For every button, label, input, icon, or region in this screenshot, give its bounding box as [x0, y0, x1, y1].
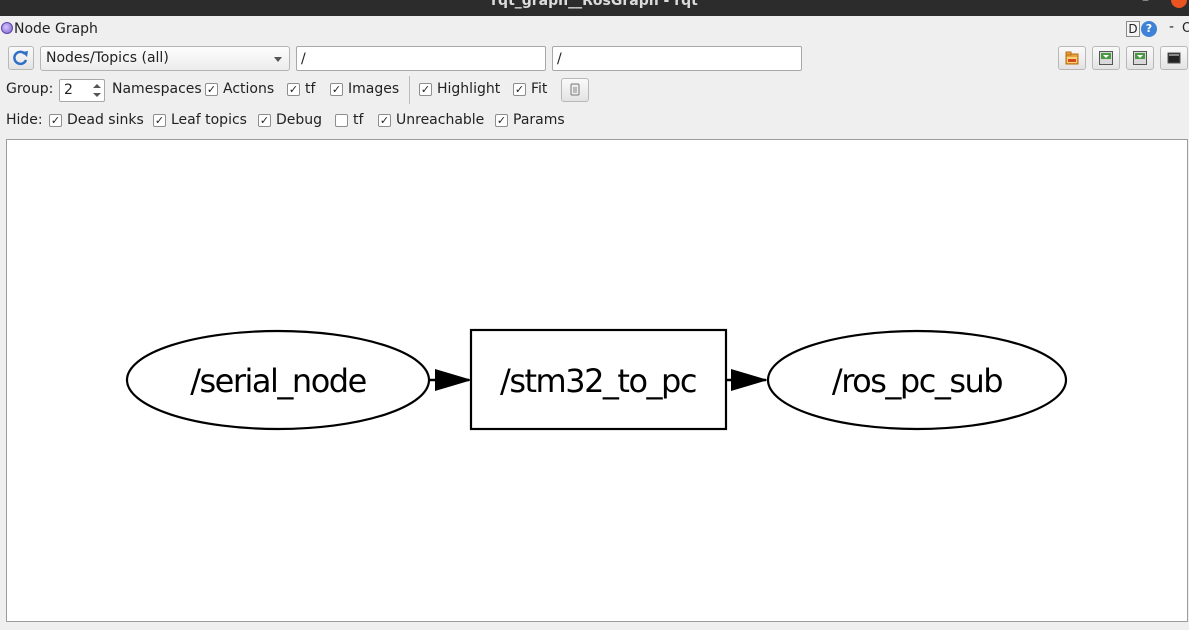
- group-label: Group:: [6, 81, 54, 97]
- plugin-header: Node Graph D ? - O: [0, 18, 1189, 42]
- spin-up-icon[interactable]: [93, 84, 101, 88]
- screenshot-icon: [1167, 52, 1181, 64]
- window-titlebar: rqt_graph__RosGraph - rqt –: [0, 0, 1189, 16]
- namespaces-label: Namespaces: [112, 81, 202, 97]
- graph-node-label: /ros_pc_sub: [832, 362, 1002, 400]
- images-label: Images: [348, 81, 400, 97]
- toolbar-separator: [409, 76, 410, 104]
- save-as-image-icon: [1133, 51, 1147, 65]
- folder-open-icon: [1065, 51, 1079, 65]
- refresh-button[interactable]: [8, 46, 34, 70]
- save-icon: [1099, 51, 1113, 65]
- minimize-plugin-button[interactable]: -: [1169, 19, 1175, 35]
- help-icon[interactable]: ?: [1141, 21, 1157, 37]
- graph-node-serial-node[interactable]: /serial_node: [125, 329, 431, 431]
- spin-down-icon[interactable]: [93, 93, 101, 97]
- hide-unreachable-checkbox[interactable]: ✓: [378, 114, 391, 127]
- graph-edge-arrow: [435, 369, 472, 391]
- graph-topic-stm32-to-pc[interactable]: /stm32_to_pc: [469, 328, 728, 431]
- window-close-icon[interactable]: [1171, 0, 1187, 8]
- fit-in-view-icon: [570, 83, 580, 96]
- group-spinbox[interactable]: 2: [59, 79, 105, 102]
- save-dot-button[interactable]: [1092, 46, 1120, 70]
- hide-dead-sinks-label: Dead sinks: [67, 112, 144, 128]
- fit-in-view-button[interactable]: [561, 78, 589, 102]
- graph-topic-label: /stm32_to_pc: [500, 362, 696, 400]
- plugin-title: Node Graph: [14, 21, 98, 37]
- highlight-label: Highlight: [437, 81, 501, 97]
- save-svg-button[interactable]: [1126, 46, 1154, 70]
- graph-svg: /serial_node /stm32_to_pc /ros_pc_sub: [125, 328, 1068, 431]
- close-plugin-button[interactable]: O: [1182, 21, 1189, 36]
- window-title: rqt_graph__RosGraph - rqt: [491, 0, 698, 9]
- tf-checkbox[interactable]: ✓: [287, 83, 300, 96]
- hide-unreachable-label: Unreachable: [396, 112, 485, 128]
- fit-checkbox[interactable]: ✓: [513, 83, 526, 96]
- graph-mode-value: Nodes/Topics (all): [46, 50, 169, 66]
- hide-leaf-topics-label: Leaf topics: [171, 112, 247, 128]
- hide-debug-label: Debug: [276, 112, 323, 128]
- hide-leaf-topics-checkbox[interactable]: ✓: [153, 114, 166, 127]
- group-value: 2: [64, 82, 73, 98]
- hide-dead-sinks-checkbox[interactable]: ✓: [49, 114, 62, 127]
- tf-label: tf: [305, 81, 316, 97]
- hide-label: Hide:: [6, 112, 43, 128]
- chevron-down-icon: [274, 57, 282, 62]
- topic-filter-input[interactable]: [552, 46, 802, 71]
- dock-toggle-button[interactable]: D: [1126, 21, 1140, 37]
- graph-node-ros-pc-sub[interactable]: /ros_pc_sub: [766, 329, 1068, 431]
- fit-label: Fit: [531, 81, 548, 97]
- refresh-icon: [13, 50, 28, 66]
- images-checkbox[interactable]: ✓: [330, 83, 343, 96]
- hide-debug-checkbox[interactable]: ✓: [258, 114, 271, 127]
- graph-node-label: /serial_node: [190, 362, 366, 400]
- hide-tf-label: tf: [353, 112, 364, 128]
- highlight-checkbox[interactable]: ✓: [419, 83, 432, 96]
- node-graph-icon: [1, 22, 13, 34]
- graph-mode-select[interactable]: Nodes/Topics (all): [40, 46, 290, 71]
- graph-edge-arrow: [731, 369, 768, 391]
- actions-checkbox[interactable]: ✓: [205, 83, 218, 96]
- actions-label: Actions: [223, 81, 275, 97]
- node-filter-input[interactable]: [296, 46, 546, 71]
- save-image-button[interactable]: [1160, 46, 1188, 70]
- hide-tf-checkbox[interactable]: [335, 114, 348, 127]
- graph-canvas[interactable]: /serial_node /stm32_to_pc /ros_pc_sub: [6, 139, 1188, 622]
- hide-row: Hide: ✓ Dead sinks ✓ Leaf topics ✓ Debug…: [0, 109, 1189, 133]
- hide-params-checkbox[interactable]: ✓: [495, 114, 508, 127]
- options-row: Group: Namespaces ✓ Actions ✓ tf ✓ Image…: [0, 78, 1189, 102]
- hide-params-label: Params: [513, 112, 565, 128]
- window-minimize-icon[interactable]: –: [1142, 0, 1149, 8]
- load-dot-button[interactable]: [1058, 46, 1086, 70]
